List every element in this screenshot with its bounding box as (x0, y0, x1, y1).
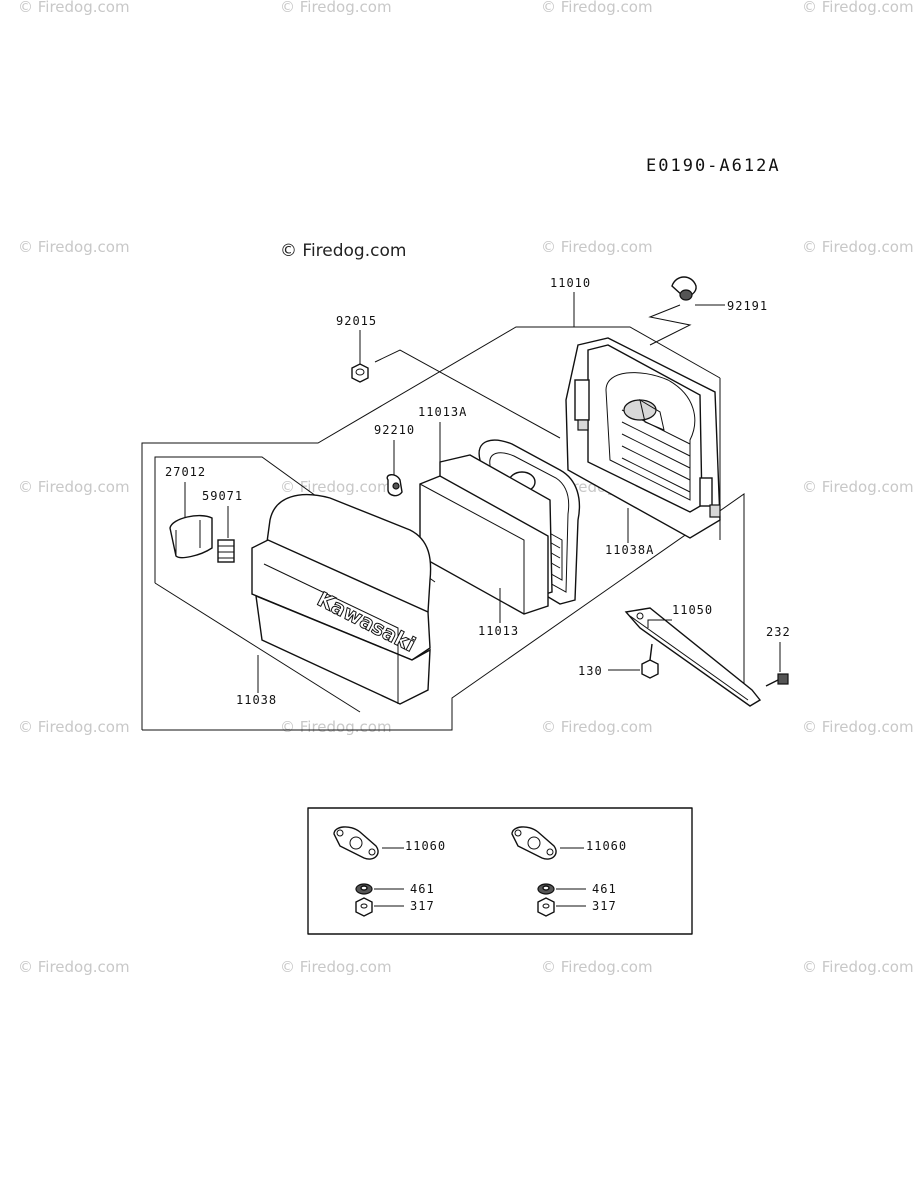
part-11038A-base (565, 337, 721, 539)
inset-a-nut-317 (355, 897, 373, 917)
part-92191-clamp (648, 276, 725, 346)
watermark: © Firedog.com (802, 958, 914, 976)
part-92015-nut (351, 363, 369, 383)
watermark: © Firedog.com (18, 958, 130, 976)
inset-box (307, 807, 693, 935)
label-27012: 27012 (165, 465, 206, 479)
inset-b-label-317: 317 (592, 899, 617, 913)
part-92210-clip (386, 474, 403, 497)
label-232: 232 (766, 625, 791, 639)
watermark: © Firedog.com (18, 718, 130, 736)
watermark: © Firedog.com (541, 958, 653, 976)
label-92191: 92191 (727, 299, 768, 313)
inset-a-washer-461 (355, 883, 373, 895)
watermark: © Firedog.com (802, 718, 914, 736)
label-11038: 11038 (236, 693, 277, 707)
inset-b-label-11060: 11060 (586, 839, 627, 853)
label-130: 130 (578, 664, 603, 678)
inset-b-nut-317 (537, 897, 555, 917)
watermark: © Firedog.com (18, 0, 130, 16)
inset-a-label-461: 461 (410, 882, 435, 896)
watermark-grid: © Firedog.com © Firedog.com © Firedog.co… (18, 0, 914, 976)
inset-b-washer-461 (537, 883, 555, 895)
label-11010: 11010 (550, 276, 591, 290)
main-watermark: © Firedog.com (280, 241, 406, 261)
watermark: © Firedog.com (802, 0, 914, 16)
watermark: © Firedog.com (541, 0, 653, 16)
watermark: © Firedog.com (18, 238, 130, 256)
watermark: © Firedog.com (541, 238, 653, 256)
label-11013: 11013 (478, 624, 519, 638)
watermark: © Firedog.com (18, 478, 130, 496)
label-11050: 11050 (672, 603, 713, 617)
watermark: © Firedog.com (280, 958, 392, 976)
watermark: © Firedog.com (280, 478, 392, 496)
part-27012-latch (169, 514, 213, 559)
part-11013-filter (419, 454, 553, 615)
inset-a-gasket-11060 (333, 826, 379, 860)
part-59071-spring (217, 539, 235, 563)
part-11038-cover: Kawasaki (251, 493, 432, 705)
label-92015: 92015 (336, 314, 377, 328)
inset-a-label-317: 317 (410, 899, 435, 913)
watermark: © Firedog.com (541, 718, 653, 736)
label-92210: 92210 (374, 423, 415, 437)
inset-b-label-461: 461 (592, 882, 617, 896)
diagram-code: E0190-A612A (646, 156, 781, 176)
label-11013A: 11013A (418, 405, 467, 419)
label-11038A: 11038A (605, 543, 654, 557)
inset-b-gasket-11060 (511, 826, 557, 860)
label-59071: 59071 (202, 489, 243, 503)
watermark: © Firedog.com (802, 478, 914, 496)
part-11050-bracket (624, 607, 762, 707)
inset-a-label-11060: 11060 (405, 839, 446, 853)
watermark: © Firedog.com (280, 0, 392, 16)
part-130-bolt (641, 643, 659, 679)
part-232-bolt (765, 673, 789, 687)
watermark: © Firedog.com (280, 718, 392, 736)
watermark: © Firedog.com (802, 238, 914, 256)
